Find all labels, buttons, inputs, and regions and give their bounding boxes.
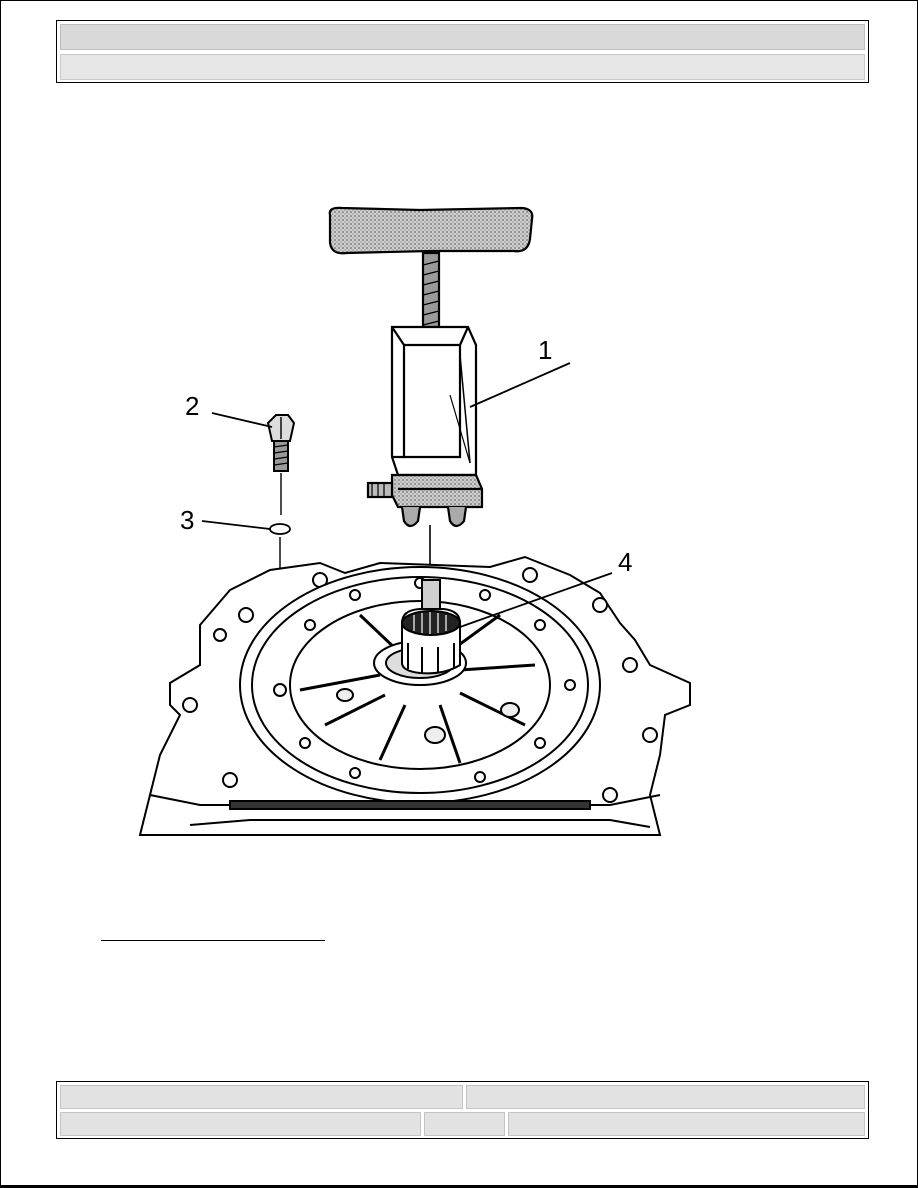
seal-installer-tool — [328, 206, 534, 580]
document-header — [56, 20, 869, 83]
link-underline[interactable] — [101, 940, 325, 941]
bolt — [266, 414, 296, 515]
header-title-bar — [60, 24, 865, 50]
pump-seal — [401, 579, 461, 675]
installation-illustration: 1 2 3 4 — [130, 195, 700, 840]
document-footer — [56, 1081, 869, 1139]
footer-cell-right-bottom — [508, 1112, 865, 1136]
callout-1: 1 — [538, 335, 553, 365]
callout-4: 4 — [618, 547, 633, 577]
footer-cell-right-top — [466, 1085, 865, 1109]
callout-3: 3 — [180, 505, 195, 535]
footer-cell-middle-bottom — [424, 1112, 505, 1136]
callout-2: 2 — [185, 391, 200, 421]
transmission-case — [138, 555, 691, 836]
footer-cell-left-top — [60, 1085, 463, 1109]
footer-cell-left-bottom — [60, 1112, 421, 1136]
header-subtitle-bar — [60, 54, 865, 80]
leader-lines — [201, 362, 613, 628]
